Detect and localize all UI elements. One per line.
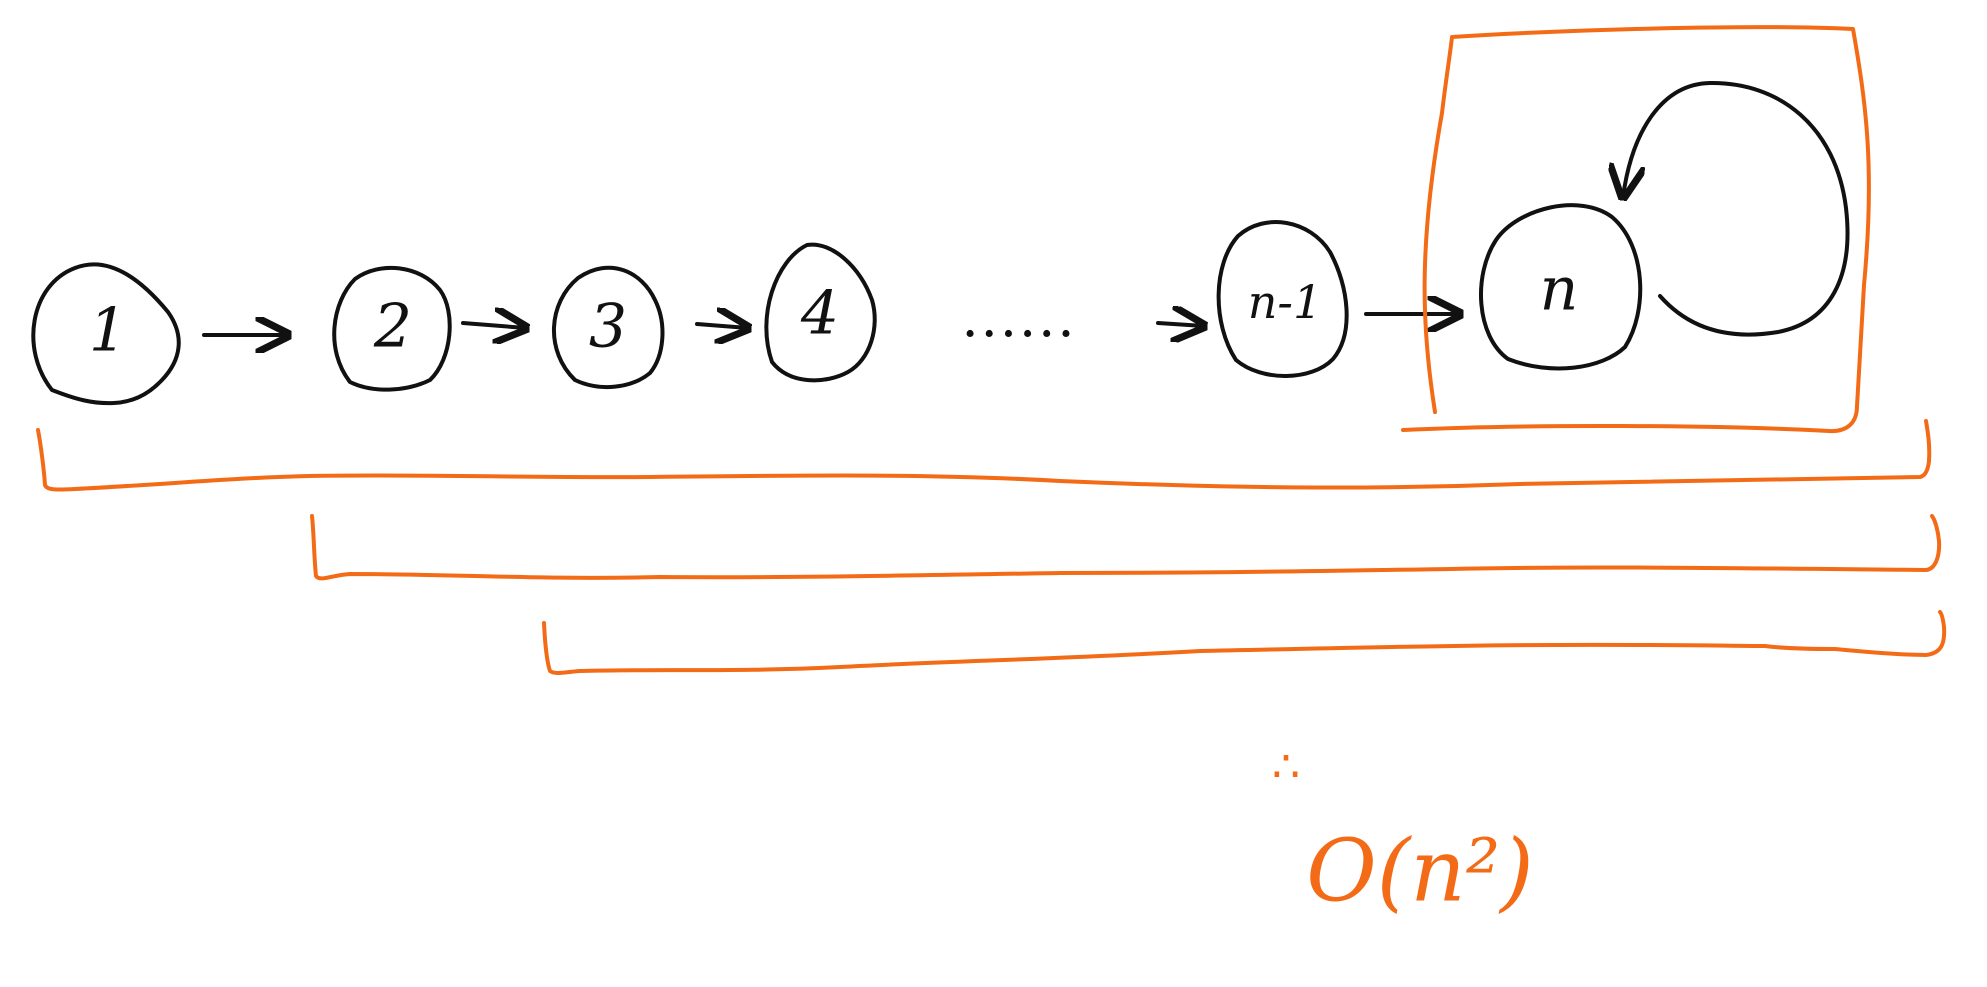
node-label-4: 4	[800, 279, 839, 349]
node-2: 2	[332, 265, 452, 392]
arrow-3-to-4	[695, 324, 748, 328]
node-n-minus-1: n-1	[1216, 220, 1349, 378]
node-4: 4	[764, 242, 877, 383]
therefore-symbol: ∴	[1272, 742, 1300, 793]
node-n: n	[1479, 203, 1643, 371]
node-label-2: 2	[373, 292, 412, 362]
node-label-n-minus-1: n-1	[1248, 275, 1322, 329]
range-bracket-3	[542, 610, 1947, 676]
node-label-n: n	[1540, 255, 1579, 325]
chain-arrows	[202, 314, 1460, 335]
ellipsis-text: ......	[962, 286, 1077, 349]
self-loop-n	[1623, 80, 1850, 337]
highlight-box	[1401, 25, 1871, 434]
node-label-1: 1	[89, 296, 127, 366]
node-3: 3	[552, 265, 665, 390]
range-bracket-2	[310, 514, 1942, 581]
arrow-dots-to-n-minus-1	[1156, 323, 1204, 326]
node-1: 1	[31, 262, 181, 406]
node-label-3: 3	[589, 292, 627, 362]
arrow-2-to-3	[461, 323, 526, 328]
range-bracket-1	[36, 419, 1932, 492]
complexity-label: O(n²)	[1306, 822, 1533, 922]
